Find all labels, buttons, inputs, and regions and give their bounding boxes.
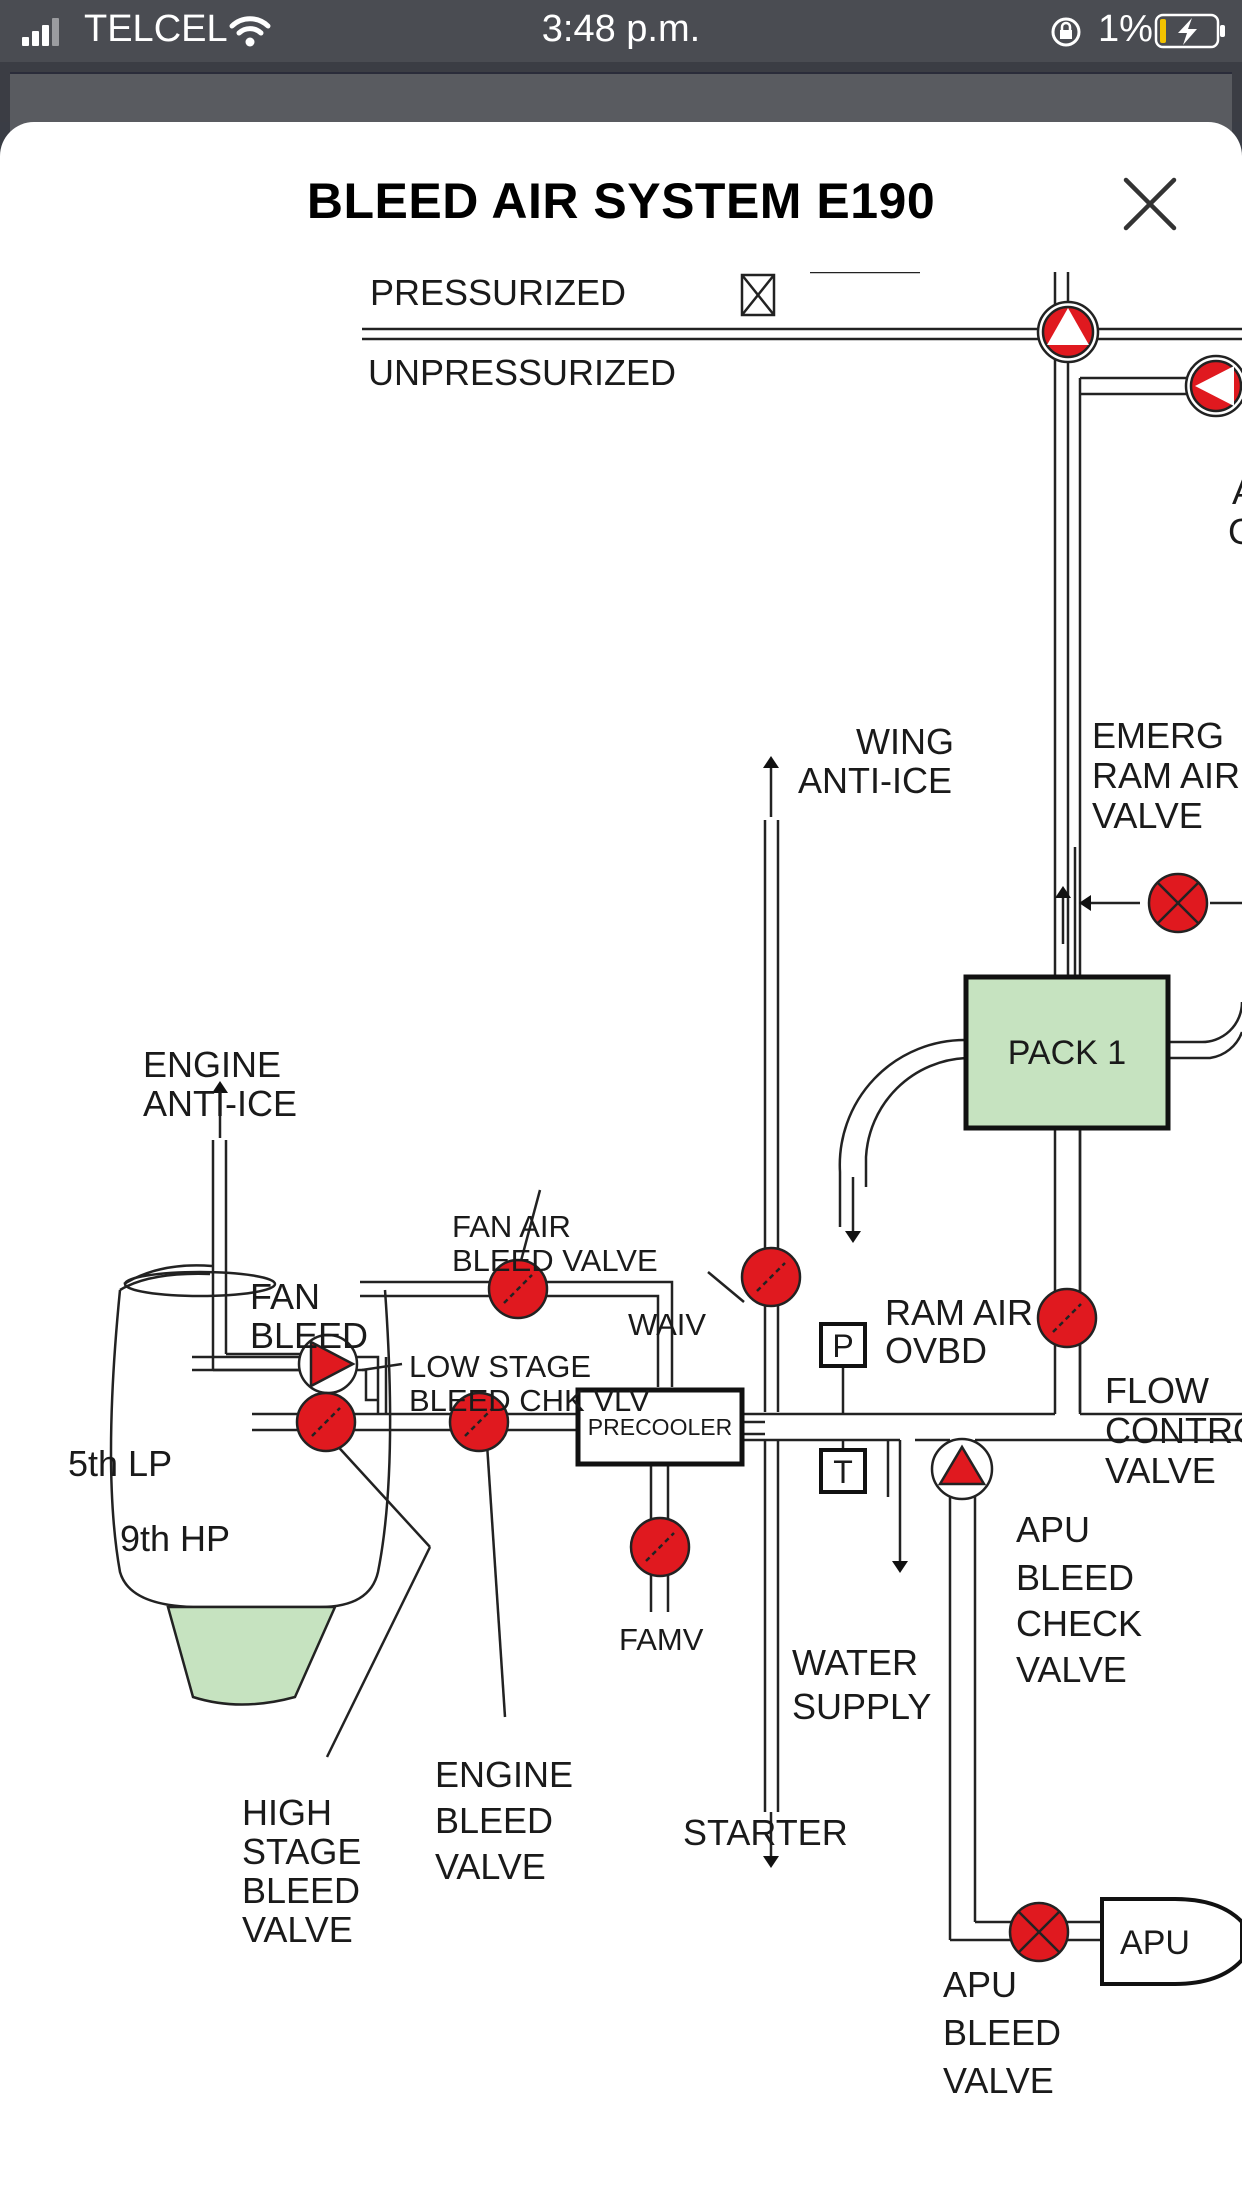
high-stage-label-2: STAGE [242, 1831, 361, 1872]
water-supply-label-2: SUPPLY [792, 1686, 931, 1727]
engine-exhaust [166, 1605, 337, 1706]
modal-sheet: BLEED AIR SYSTEM E190 [0, 122, 1242, 2208]
battery-percent: 1% [1098, 8, 1153, 50]
low-stage-bleed-check-valve [297, 1333, 359, 1395]
waiv-label: WAIV [628, 1307, 706, 1342]
pressurized-label: PRESSURIZED [370, 272, 626, 313]
engine-anti-ice-label-1: ENGINE [143, 1044, 281, 1085]
pack-1-box [963, 974, 1171, 1131]
fifth-lp-label: 5th LP [68, 1443, 172, 1484]
wing-anti-ice-label-2: ANTI-ICE [798, 760, 952, 801]
temperature-sensor [819, 1448, 867, 1494]
flow-control-valve [1036, 1287, 1098, 1349]
apu-check-label-4: VALVE [1016, 1649, 1127, 1690]
battery-charging-icon [1154, 13, 1225, 49]
high-stage-bleed-valve [295, 1391, 357, 1453]
engine-bleed-label-1: ENGINE [435, 1754, 573, 1795]
wing-anti-ice-label-1: WING [856, 721, 954, 762]
ninth-hp-label: 9th HP [120, 1518, 230, 1559]
famv-valve [629, 1516, 691, 1578]
wifi-icon [229, 16, 271, 47]
emerg-ram-air-valve [1147, 872, 1209, 934]
unpressurized-label: UNPRESSURIZED [368, 352, 676, 393]
starter-label: STARTER [683, 1812, 848, 1853]
check-valve-top [1036, 300, 1100, 364]
engine-anti-ice-label-2: ANTI-ICE [143, 1083, 297, 1124]
edge-label-c: C [1228, 511, 1242, 552]
low-stage-label-1: LOW STAGE [409, 1349, 591, 1384]
apu-bleed-check-valve [930, 1437, 994, 1501]
apu-check-label-1: APU [1016, 1509, 1090, 1550]
fan-air-bleed-valve-label-1: FAN AIR [452, 1209, 571, 1244]
precooler-box [575, 1387, 745, 1467]
emerg-ram-air-label-1: EMERG [1092, 715, 1224, 756]
temperature-sensor-label: T [833, 1454, 853, 1490]
status-bar: TELCEL 3:48 p.m. 1% [0, 0, 1242, 62]
high-stage-label-1: HIGH [242, 1792, 332, 1833]
clock-time: 3:48 p.m. [541, 8, 701, 50]
engine-bleed-label-2: BLEED [435, 1800, 553, 1841]
emerg-ram-air-label-3: VALVE [1092, 795, 1203, 836]
emerg-ram-air-label-2: RAM AIR [1092, 755, 1240, 796]
pressure-sensor-label: P [832, 1328, 853, 1364]
apu-bleed-valve-label-1: APU [943, 1964, 1017, 2005]
apu-bleed-valve-label-3: VALVE [943, 2060, 1054, 2101]
water-supply-label-1: WATER [792, 1642, 918, 1683]
waiv-valve [740, 1246, 802, 1308]
high-stage-label-3: BLEED [242, 1870, 360, 1911]
fan-air-bleed-valve [487, 1258, 549, 1320]
flow-control-label-1: FLOW [1105, 1370, 1209, 1411]
bleed-air-diagram: PACK 1 PRECOOLER P T APU [68, 272, 1242, 2101]
apu-unit [1100, 1897, 1242, 1986]
apu-check-label-2: BLEED [1016, 1557, 1134, 1598]
famv-label: FAMV [619, 1622, 704, 1657]
fan-bleed-label-2: BLEED [250, 1315, 368, 1356]
apu-bleed-valve-label-2: BLEED [943, 2012, 1061, 2053]
apu-bleed-valve [1008, 1901, 1070, 1963]
ram-air-ovbd-label-2: OVBD [885, 1330, 987, 1371]
ram-air-ovbd-label-1: RAM AIR [885, 1292, 1033, 1333]
low-stage-label-2: BLEED CHK VLV [409, 1383, 650, 1418]
engine-bleed-valve [448, 1391, 510, 1453]
apu-check-label-3: CHECK [1016, 1603, 1142, 1644]
edge-label-a: A [1232, 471, 1242, 512]
precooler-label: PRECOOLER [588, 1414, 732, 1440]
sheet-title: BLEED AIR SYSTEM E190 [306, 173, 936, 229]
high-stage-label-4: VALVE [242, 1909, 353, 1950]
flow-control-label-3: VALVE [1105, 1450, 1216, 1491]
close-icon[interactable] [1120, 174, 1180, 234]
fan-bleed-label-1: FAN [250, 1276, 320, 1317]
flow-control-label-2: CONTROL [1105, 1410, 1242, 1451]
apu-label: APU [1120, 1924, 1190, 1962]
engine-bleed-label-3: VALVE [435, 1846, 546, 1887]
pressure-sensor [819, 1322, 867, 1368]
fan-air-bleed-valve-label-2: BLEED VALVE [452, 1243, 658, 1278]
carrier-name: TELCEL [84, 8, 228, 50]
signal-strength-icon [22, 18, 62, 46]
check-valve-right [1184, 354, 1242, 418]
pack-1-label: PACK 1 [1008, 1034, 1126, 1072]
orientation-lock-icon [1051, 17, 1081, 47]
